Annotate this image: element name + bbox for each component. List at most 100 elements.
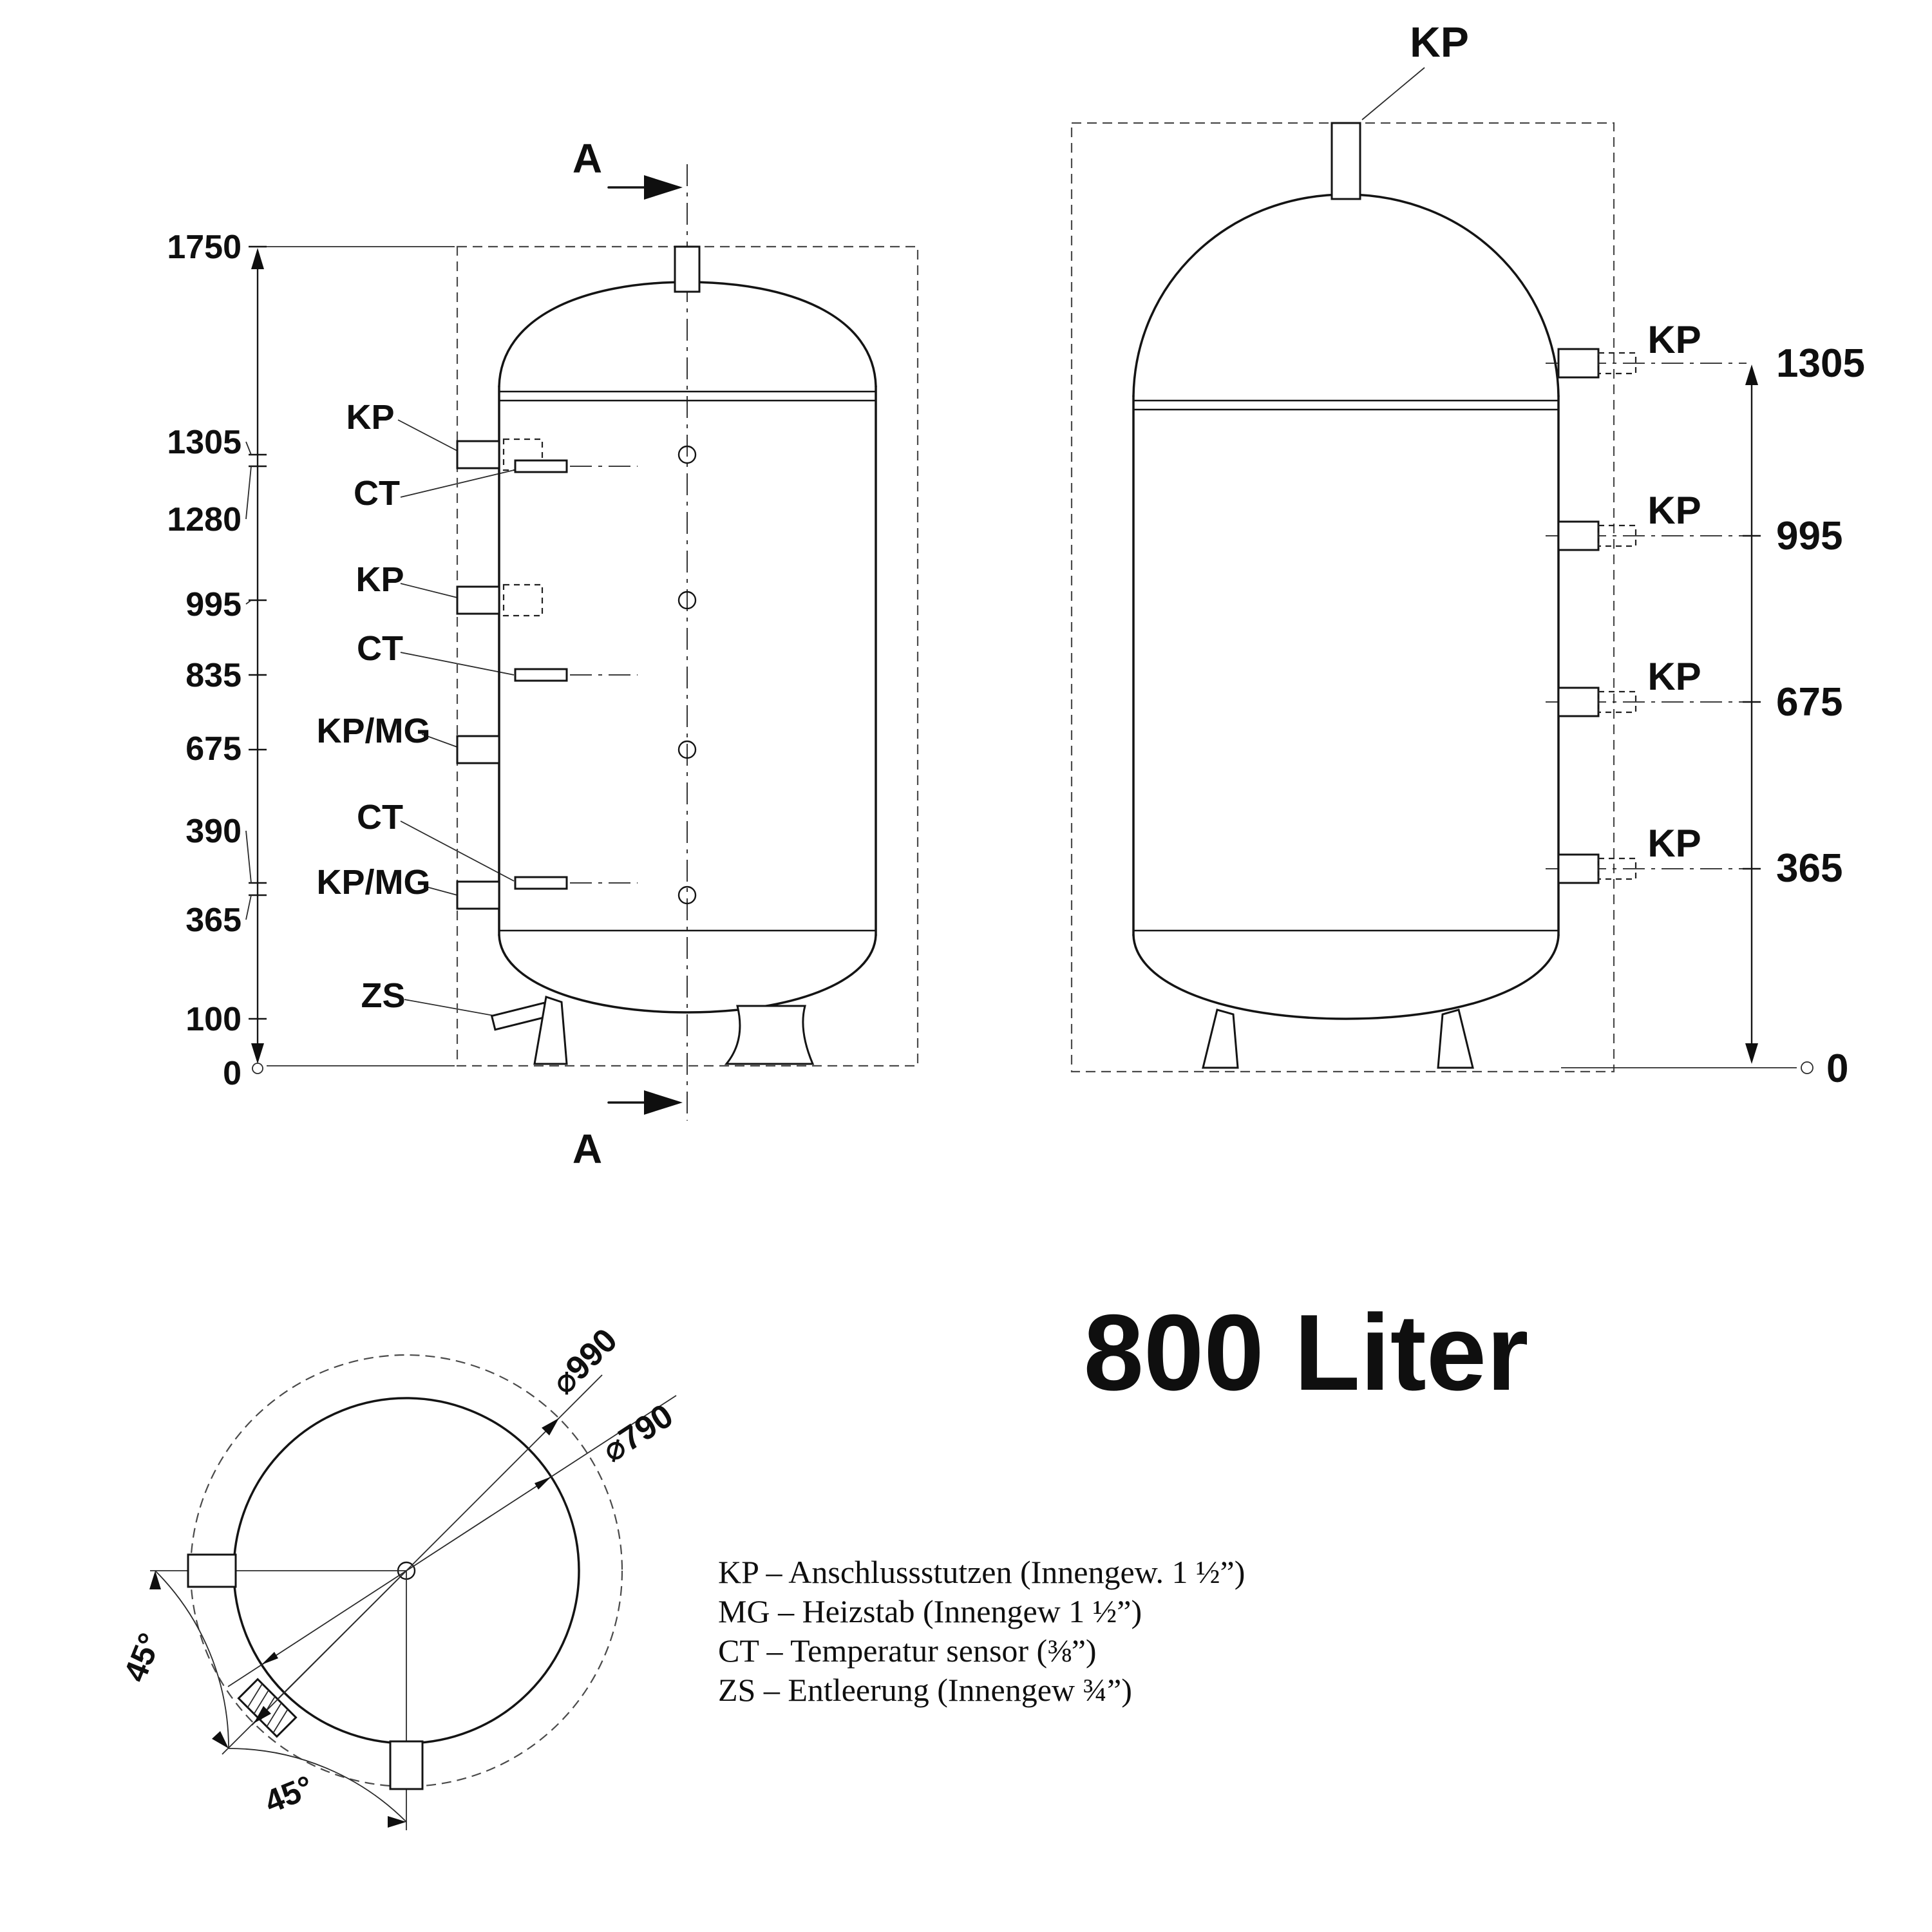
datum-circle (252, 1063, 263, 1074)
port-circle (677, 886, 697, 905)
tank-foot (1437, 1009, 1474, 1069)
hidden-nozzle (502, 583, 544, 617)
hidden-nozzle (1597, 524, 1637, 547)
kp-stub (1557, 687, 1600, 717)
kp-stub (456, 585, 500, 615)
port-circle (677, 740, 697, 759)
top-port-label: KP (1410, 18, 1469, 66)
hidden-nozzle (502, 438, 544, 471)
port-kp-1305: KP (346, 398, 394, 437)
dim-arrow-up (251, 248, 264, 269)
hidden-nozzle (1597, 690, 1637, 714)
side-dim-0: 0 (1826, 1046, 1848, 1091)
side-view: KP KP KP KP KP (1070, 18, 1865, 1091)
dim-arrow-up (1745, 365, 1758, 385)
dim-1305: 1305 (167, 424, 242, 461)
left-stub (187, 1553, 237, 1588)
port-kpmg-675: KP/MG (316, 712, 430, 750)
kp-stub (1557, 853, 1600, 884)
dim-995: 995 (185, 586, 242, 623)
front-dimension-column: 1750 1305 1280 995 835 675 390 365 100 0 (167, 229, 455, 1092)
kp-stub (456, 440, 500, 469)
legend-line-mg: MG – Heizstab (Innengew 1 ½”) (718, 1593, 1142, 1629)
port-zs-100: ZS (361, 976, 405, 1015)
datum-circle (1801, 1061, 1814, 1074)
tank-foot (1202, 1009, 1239, 1069)
side-port-kp-675: KP (1647, 655, 1701, 698)
section-arrow-top (644, 175, 683, 200)
dim-1750: 1750 (167, 229, 242, 266)
tank-bottom-dome (498, 934, 877, 1014)
insulation-outline (456, 245, 919, 1067)
dia-arrow (542, 1418, 559, 1435)
angle-arrow (149, 1571, 161, 1589)
port-circle (677, 591, 697, 610)
hidden-nozzle (1597, 857, 1637, 880)
ct-probe (514, 876, 568, 890)
kp-stub (1557, 520, 1600, 551)
bottom-stub (389, 1740, 424, 1790)
top-nozzle (674, 245, 701, 293)
legend-line-ct: CT – Temperatur sensor (⅜”) (718, 1633, 1097, 1669)
side-port-kp-995: KP (1647, 489, 1701, 532)
port-ct-835: CT (357, 629, 403, 668)
port-kpmg-365: KP/MG (316, 863, 430, 902)
kp-stub (1557, 348, 1600, 379)
volume-title: 800 Liter (1083, 1292, 1528, 1413)
section-label-top: A (573, 135, 602, 182)
tank-foot (724, 1005, 815, 1065)
section-arrow-bottom (644, 1090, 683, 1115)
top-nozzle (1331, 122, 1361, 200)
dia-arrow (535, 1477, 551, 1490)
angle-arrow (212, 1731, 229, 1748)
angle-label-1: 45° (117, 1628, 168, 1687)
angle-arrow (388, 1816, 406, 1828)
outer-diameter-label: ⌀990 (544, 1321, 625, 1402)
dim-100: 100 (185, 1001, 242, 1038)
side-port-kp-365: KP (1647, 822, 1701, 865)
kpmg-stub (456, 735, 500, 764)
side-stubs: KP KP KP KP (1546, 318, 1747, 884)
ct-probe (514, 459, 568, 473)
port-ct-1280: CT (354, 474, 400, 513)
front-view: 1750 1305 1280 995 835 675 390 365 100 0… (167, 135, 919, 1172)
port-ct-390: CT (357, 798, 403, 837)
ct-probe (514, 668, 568, 682)
port-circle (677, 445, 697, 464)
dim-835: 835 (185, 657, 242, 694)
dim-675: 675 (185, 730, 242, 768)
kpmg-stub (456, 880, 500, 910)
front-tank-body (456, 164, 919, 1121)
inner-diameter-label: ⌀790 (596, 1397, 680, 1470)
insulation-circle (189, 1354, 623, 1788)
hidden-nozzle (1597, 352, 1637, 375)
legend: KP – Anschlussstutzen (Innengew. 1 ½”) M… (718, 1554, 1245, 1708)
angled-stub-hatched (237, 1678, 298, 1738)
section-arrows: A A (573, 135, 683, 1172)
dim-0: 0 (223, 1055, 242, 1092)
side-dim-995: 995 (1776, 514, 1842, 558)
top-view: ⌀990 ⌀790 45° 45° (117, 1321, 680, 1830)
dim-arrow-down (251, 1043, 264, 1064)
tank-bottom-dome (1132, 934, 1560, 1020)
legend-line-kp: KP – Anschlussstutzen (Innengew. 1 ½”) (718, 1554, 1245, 1590)
dim-1280: 1280 (167, 501, 242, 538)
side-port-kp-1305: KP (1647, 318, 1701, 361)
tank-foot (533, 996, 568, 1065)
section-label-bottom: A (573, 1126, 602, 1172)
insulation-outline (1070, 122, 1615, 1073)
zs-drain-nozzle (490, 1001, 549, 1031)
side-dim-1305: 1305 (1776, 341, 1865, 386)
dim-390: 390 (185, 813, 242, 850)
side-dim-365: 365 (1776, 846, 1842, 891)
side-dimension-column: 1305 995 675 365 0 (1561, 341, 1865, 1091)
dim-365: 365 (185, 902, 242, 939)
front-port-labels: KP CT KP CT KP/MG CT KP/MG ZS (316, 398, 515, 1017)
tank-top-dome (1132, 193, 1560, 397)
port-kp-995: KP (355, 560, 404, 599)
dia-arrow (254, 1706, 271, 1723)
side-dim-675: 675 (1776, 680, 1842, 724)
legend-line-zs: ZS – Entleerung (Innengew ¾”) (718, 1672, 1132, 1708)
angle-label-2: 45° (260, 1768, 318, 1820)
